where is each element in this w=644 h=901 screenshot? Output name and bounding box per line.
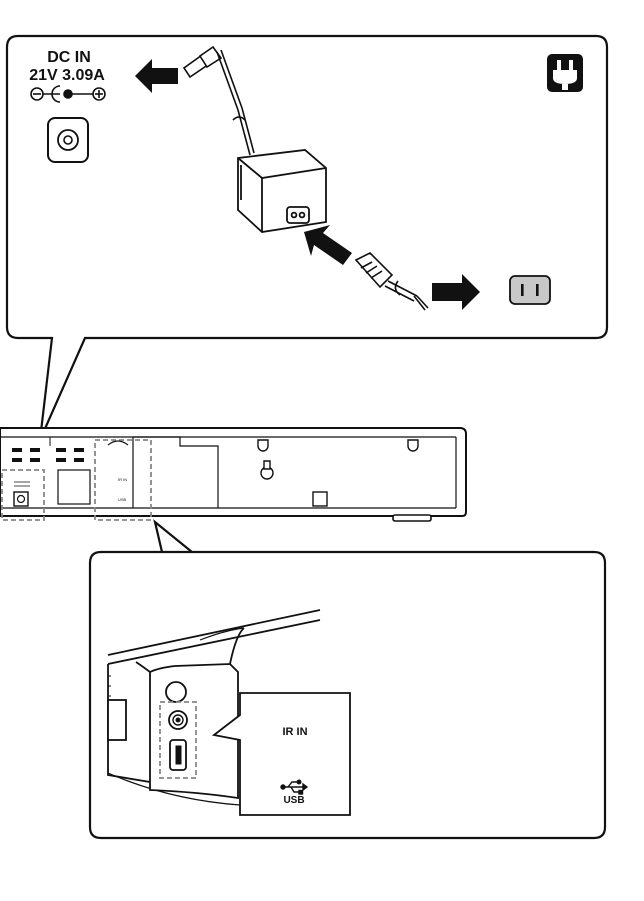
ir-in-label: IR IN — [282, 726, 307, 738]
device-rear-view: IR IN USB — [0, 428, 466, 521]
ac-adapter — [238, 150, 326, 232]
bottom-callout: IR IN USB — [90, 522, 605, 838]
power-plug-icon — [547, 54, 583, 92]
label-square — [313, 492, 327, 506]
dc-jack-closeup — [48, 118, 88, 162]
usb-label: USB — [283, 795, 304, 806]
device-usb-label: USB — [118, 497, 127, 502]
dc-in-rating: 21V 3.09A — [29, 67, 105, 84]
wall-outlet-icon — [510, 276, 550, 304]
usb-port — [170, 740, 186, 770]
top-callout: DC IN 21V 3.09A — [7, 36, 607, 440]
mount-hole-right — [408, 440, 418, 451]
device-ir-label: IR IN — [118, 477, 127, 482]
dc-in-title: DC IN — [47, 49, 91, 66]
ir-in-jack — [169, 711, 187, 729]
mount-hole-left — [258, 440, 268, 451]
